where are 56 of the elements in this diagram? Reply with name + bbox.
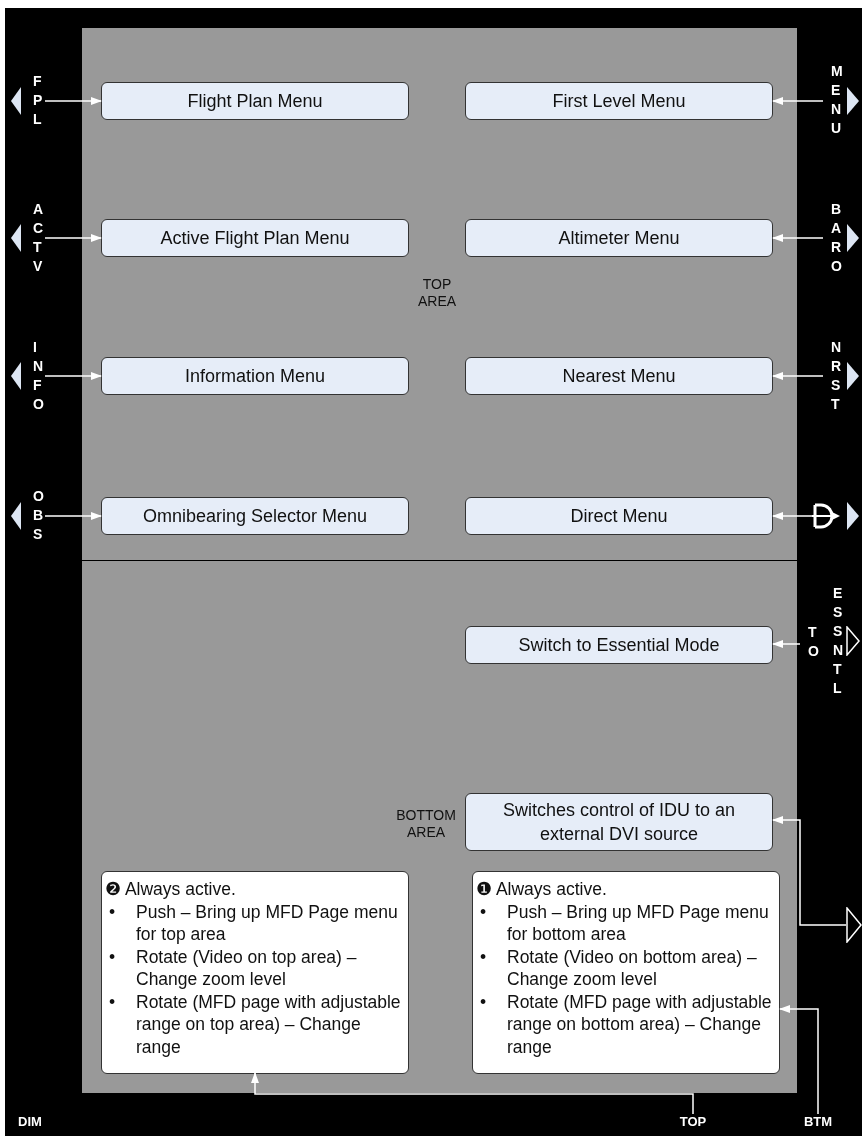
bullet-marker: • bbox=[480, 990, 488, 1013]
bezel-key-icon bbox=[846, 907, 862, 943]
bezel-key-label: TO bbox=[807, 623, 820, 661]
arrow bbox=[772, 372, 824, 380]
arrow bbox=[44, 512, 102, 520]
menu-box: Active Flight Plan Menu bbox=[101, 219, 409, 257]
arrow bbox=[251, 1072, 694, 1115]
arrow bbox=[772, 512, 813, 520]
knob-label: TOP bbox=[677, 1114, 709, 1130]
note-box bbox=[101, 871, 409, 1074]
bezel-key-label: FPL bbox=[25, 72, 45, 129]
note-text: Rotate (Video on top area) – Change zoom level bbox=[136, 945, 358, 991]
direct-to-icon bbox=[812, 503, 840, 529]
bezel-key-label: NRST bbox=[823, 338, 843, 414]
bullet-marker: • bbox=[480, 945, 488, 968]
menu-box: Switch to Essential Mode bbox=[465, 626, 773, 664]
note-text: Rotate (Video on bottom area) – Change zoom level bbox=[507, 945, 758, 991]
bezel-key-label: ESSNTL bbox=[832, 584, 845, 698]
note-text: Rotate (MFD page with adjustable range on top area) – Change range bbox=[136, 990, 402, 1058]
note-heading: ❷ Always active. bbox=[105, 878, 237, 901]
arrow bbox=[772, 234, 824, 242]
arrow bbox=[772, 97, 824, 105]
bullet-marker: • bbox=[109, 990, 117, 1013]
bezel-key-label: OBS bbox=[25, 487, 45, 544]
screen-area bbox=[82, 28, 797, 560]
menu-box: First Level Menu bbox=[465, 82, 773, 120]
bezel-key-label: INFO bbox=[25, 338, 45, 414]
knob-label: BTM bbox=[802, 1114, 834, 1130]
menu-box: Flight Plan Menu bbox=[101, 82, 409, 120]
arrow bbox=[779, 1005, 819, 1115]
menu-box: Omnibearing Selector Menu bbox=[101, 497, 409, 535]
menu-box: Switches control of IDU to an external DVI source bbox=[465, 793, 773, 851]
note-text: Rotate (MFD page with adjustable range on bottom area) – Change range bbox=[507, 990, 773, 1058]
note-heading: ❶ Always active. bbox=[476, 878, 608, 901]
area-label: BOTTOM AREA bbox=[395, 807, 457, 841]
menu-box: Altimeter Menu bbox=[465, 219, 773, 257]
bezel-label: DIM bbox=[18, 1113, 42, 1131]
note-box bbox=[472, 871, 780, 1074]
note-text: Push – Bring up MFD Page menu for bottom area bbox=[507, 900, 770, 946]
area-label: TOP AREA bbox=[416, 276, 458, 310]
arrow bbox=[772, 816, 847, 926]
arrow bbox=[44, 97, 102, 105]
bullet-marker: • bbox=[480, 900, 488, 923]
arrow bbox=[44, 372, 102, 380]
bullet-marker: • bbox=[109, 945, 117, 968]
arrow bbox=[772, 640, 801, 648]
screen-area bbox=[82, 560, 797, 1093]
bullet-marker: • bbox=[109, 900, 117, 923]
menu-box: Nearest Menu bbox=[465, 357, 773, 395]
bezel-key-label: BARO bbox=[823, 200, 843, 276]
bezel-key-label: MENU bbox=[823, 62, 843, 138]
bezel-key-label: ACTV bbox=[25, 200, 45, 276]
menu-box: Direct Menu bbox=[465, 497, 773, 535]
menu-box: Information Menu bbox=[101, 357, 409, 395]
arrow bbox=[44, 234, 102, 242]
note-text: Push – Bring up MFD Page menu for top area bbox=[136, 900, 399, 946]
